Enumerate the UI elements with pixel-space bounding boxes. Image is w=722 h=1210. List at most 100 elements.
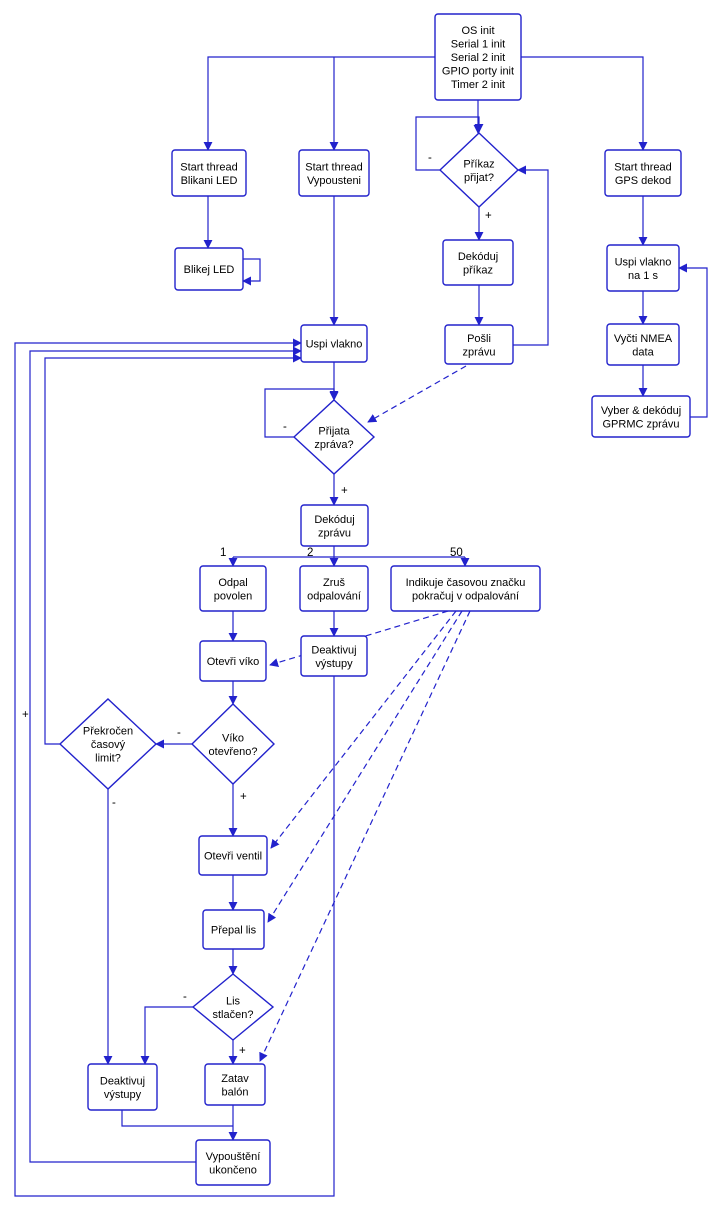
otevri-ventil-box bbox=[198, 835, 268, 876]
edge-posli-to-prijata-dashed bbox=[367, 365, 467, 423]
edge-label: + bbox=[341, 485, 348, 497]
edge-deaktivuj-cmd2-to-uspi-loop bbox=[14, 338, 335, 1197]
dekoduj-prikaz-box bbox=[442, 239, 514, 286]
edge-label: 1 bbox=[220, 547, 226, 559]
posli-zpravu-box bbox=[444, 324, 514, 365]
edge-deaktivuj-abort-to-ukonceno bbox=[121, 1110, 233, 1127]
zrus-odpalovani-box bbox=[299, 565, 369, 612]
start-thread-vypousteni-box bbox=[298, 149, 370, 197]
uspi-vlakno-label: Uspi vlakno bbox=[306, 339, 363, 351]
edge-label: 2 bbox=[307, 547, 313, 559]
node-blikej-led: Blikej LED bbox=[174, 247, 244, 291]
prepal-lis-box bbox=[202, 909, 265, 950]
edge-label: + bbox=[22, 709, 29, 721]
edge-label: - bbox=[428, 152, 432, 164]
blikej-led-box bbox=[174, 247, 244, 291]
edge-lis-minus-to-deaktivuj-abort bbox=[140, 1006, 193, 1065]
node-uspi-vlakno: Uspi vlakno bbox=[300, 324, 368, 363]
node-otevri-ventil: Otevři ventil bbox=[198, 835, 268, 876]
odpal-povolen-box bbox=[199, 565, 267, 612]
edge-znacka-to-prepal-dashed bbox=[267, 610, 463, 923]
prikaz-prijat-diamond bbox=[438, 132, 520, 208]
start-thread-gps-box bbox=[604, 149, 682, 197]
uspi-vlakno-1s-box bbox=[606, 244, 680, 292]
viko-otevreno-diamond bbox=[190, 703, 276, 785]
edge-label: - bbox=[112, 797, 116, 809]
edge-label: + bbox=[485, 210, 492, 222]
edge-gprmc-to-uspi1s-loop bbox=[678, 263, 708, 418]
edge-init-to-gps bbox=[521, 56, 648, 151]
edge-label: - bbox=[183, 991, 187, 1003]
zatav-balon-box bbox=[204, 1063, 266, 1106]
indikuje-znacku-box bbox=[390, 565, 541, 612]
edge-label: - bbox=[283, 421, 287, 433]
start-thread-blikani-box bbox=[171, 149, 247, 197]
dekoduj-zpravu-box bbox=[300, 504, 369, 547]
edge-posli-to-prikaz-loop bbox=[513, 165, 549, 346]
deaktivuj-vystupy-cmd2-box bbox=[300, 635, 368, 677]
node-otevri-viko: Otevři víko bbox=[199, 640, 267, 682]
otevri-viko-box bbox=[199, 640, 267, 682]
vyber-gprmc-box bbox=[591, 395, 691, 438]
edge-prikaz-minus-loop bbox=[415, 116, 484, 171]
deaktivuj-vystupy-abort-box bbox=[87, 1063, 158, 1111]
edge-label: + bbox=[240, 791, 247, 803]
edge-label: 50 bbox=[450, 547, 463, 559]
edge-prijata-minus-loop bbox=[264, 388, 339, 438]
uspi-vlakno-box bbox=[300, 324, 368, 363]
lis-stlacen-diamond bbox=[191, 973, 275, 1041]
edge-label: - bbox=[177, 727, 181, 739]
os-init-box bbox=[434, 13, 522, 101]
edge-znacka-to-zatav-dashed bbox=[259, 610, 471, 1062]
vycti-nmea-box bbox=[606, 323, 680, 366]
node-prepal-lis: Přepal lis bbox=[202, 909, 265, 950]
blikej-led-label: Blikej LED bbox=[184, 264, 235, 276]
prepal-lis-label: Přepal lis bbox=[211, 925, 257, 937]
otevri-ventil-label: Otevři ventil bbox=[204, 851, 262, 863]
prijata-zprava-diamond bbox=[292, 399, 376, 475]
edge-znacka-to-ventil-dashed bbox=[270, 610, 457, 849]
edge-label: + bbox=[239, 1045, 246, 1057]
prekrocen-limit-diamond bbox=[58, 698, 158, 790]
